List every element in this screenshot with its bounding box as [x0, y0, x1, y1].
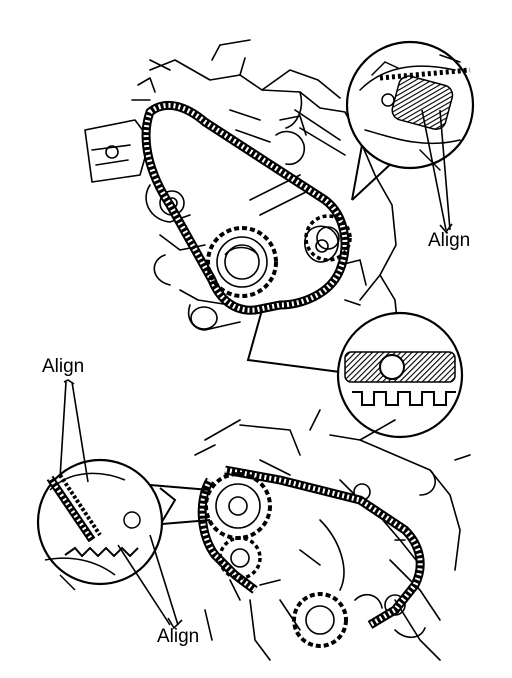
lower-left-detail-callout	[36, 458, 164, 591]
right-upper-sprocket	[304, 214, 352, 262]
lower-timing-chain	[224, 465, 425, 629]
align-label-bottom: Align	[157, 626, 200, 647]
align-label-top-right: Align	[428, 230, 471, 251]
align-top-right-pointer	[421, 109, 453, 234]
align-upper-left-pointer	[59, 379, 89, 483]
upper-sprocket	[206, 226, 278, 298]
lower-cam-sprocket	[204, 472, 272, 540]
middle-detail-callout	[336, 311, 464, 439]
upper-timing-chain	[141, 100, 350, 315]
lower-engine-block	[194, 409, 471, 661]
upper-right-leader	[351, 144, 396, 201]
upper-right-detail-callout	[345, 40, 475, 171]
align-label-upper-left: Align	[42, 356, 85, 377]
lower-crank-sprocket	[292, 592, 348, 648]
middle-callout-leader	[246, 309, 341, 373]
align-bottom-pointer	[117, 534, 183, 630]
lower-idler-sprocket	[218, 536, 262, 580]
